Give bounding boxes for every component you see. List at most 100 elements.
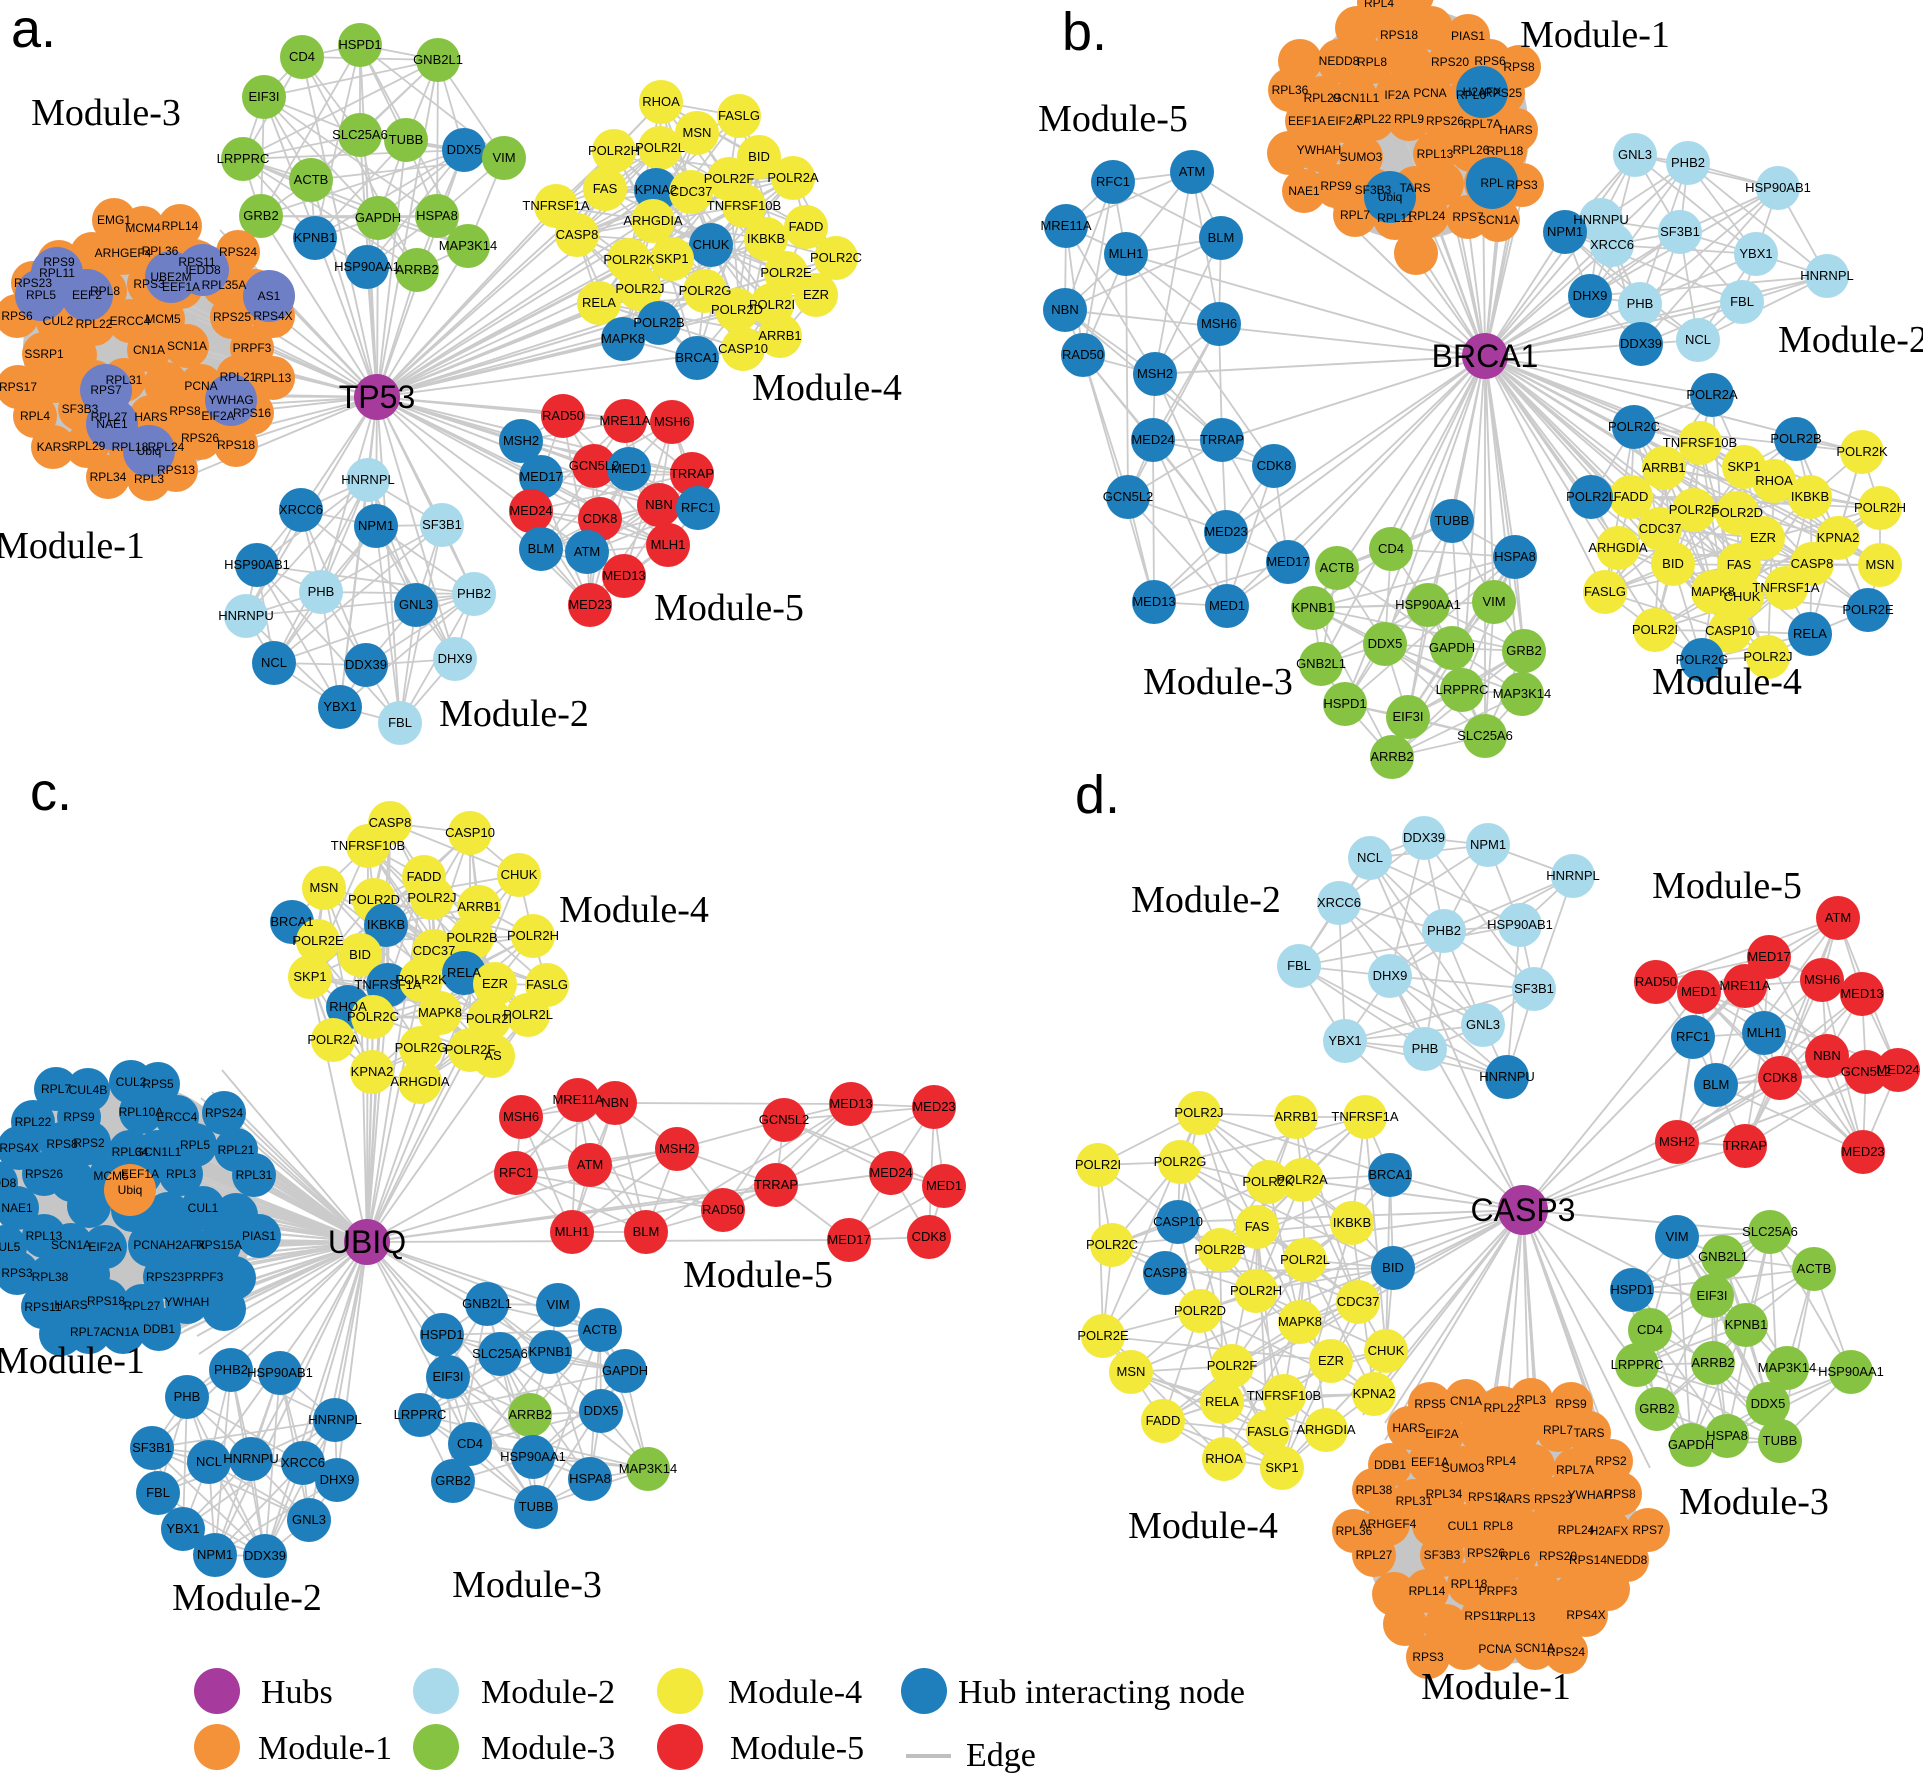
svg-text:RPL7A: RPL7A [70,1325,108,1339]
svg-text:RPL21: RPL21 [220,370,257,384]
svg-text:CASP3: CASP3 [1471,1192,1576,1228]
svg-text:GRB2: GRB2 [243,208,278,223]
svg-text:Module-2: Module-2 [1778,319,1923,361]
svg-text:UBIQ: UBIQ [328,1224,406,1260]
svg-text:VIM: VIM [1665,1229,1688,1244]
svg-text:RPS5: RPS5 [142,1077,174,1091]
svg-text:RPL22: RPL22 [76,317,113,331]
svg-text:HSP90AB1: HSP90AB1 [1487,917,1553,932]
svg-text:KPNB1: KPNB1 [1292,600,1335,615]
svg-text:EEF1A: EEF1A [162,280,200,294]
svg-text:RAD50: RAD50 [1062,347,1104,362]
svg-text:RPL29: RPL29 [1304,91,1341,105]
svg-text:KPNB1: KPNB1 [529,1344,572,1359]
svg-text:TRRAP: TRRAP [1200,432,1244,447]
svg-text:POLR2G: POLR2G [1676,652,1729,667]
svg-text:RPL: RPL [1480,176,1504,190]
svg-text:POLR2H: POLR2H [507,928,559,943]
svg-text:POLR2C: POLR2C [810,250,862,265]
svg-text:PHB2: PHB2 [1427,923,1461,938]
svg-text:MED1: MED1 [1681,984,1717,999]
svg-text:ERCC4: ERCC4 [1392,0,1433,2]
svg-text:CDK8: CDK8 [1763,1070,1798,1085]
svg-text:NBN: NBN [601,1095,628,1110]
svg-text:CASP10: CASP10 [1153,1214,1203,1229]
svg-text:CHUK: CHUK [1368,1343,1405,1358]
svg-text:GRB2: GRB2 [435,1473,470,1488]
svg-text:RPS9: RPS9 [63,1110,95,1124]
svg-text:BRCA1: BRCA1 [1368,1167,1411,1182]
svg-text:HARS: HARS [1499,123,1532,137]
svg-text:RPL6: RPL6 [1456,88,1486,102]
svg-text:GNB2L1: GNB2L1 [462,1296,512,1311]
svg-text:RPS7: RPS7 [90,383,122,397]
svg-text:RAD50: RAD50 [702,1202,744,1217]
svg-text:c.: c. [30,762,72,822]
svg-text:DDX39: DDX39 [1620,336,1662,351]
svg-text:ARRB1: ARRB1 [758,328,801,343]
svg-text:TRRAP: TRRAP [670,466,714,481]
svg-text:TP53: TP53 [339,379,415,415]
svg-text:Module-3: Module-3 [452,1564,602,1606]
svg-text:MRE11A: MRE11A [1719,978,1770,993]
svg-text:TNFRSF1A: TNFRSF1A [1752,580,1820,595]
svg-text:TUBB: TUBB [1435,513,1470,528]
svg-text:SUMO3: SUMO3 [1442,1461,1485,1475]
svg-text:BID: BID [748,149,770,164]
svg-text:SKP1: SKP1 [655,251,688,266]
svg-text:Module-4: Module-4 [752,367,902,409]
svg-text:LRPPRC: LRPPRC [217,151,270,166]
svg-text:ARHGDIA: ARHGDIA [390,1074,450,1089]
svg-text:YWHAH: YWHAH [165,1295,210,1309]
svg-text:POLR2I: POLR2I [466,1011,512,1026]
svg-text:RPS24: RPS24 [1547,1645,1585,1659]
svg-text:POLR2L: POLR2L [503,1007,553,1022]
svg-text:SF3B1: SF3B1 [1660,224,1700,239]
svg-text:POLR2J: POLR2J [407,890,456,905]
svg-text:RPL29: RPL29 [69,439,106,453]
svg-text:RPS2: RPS2 [1595,1454,1627,1468]
svg-text:HSP90AB1: HSP90AB1 [247,1365,313,1380]
svg-text:POLR2L: POLR2L [1280,1252,1330,1267]
svg-text:POLR2J: POLR2J [615,281,664,296]
svg-text:NEDD8: NEDD8 [1607,1553,1648,1567]
svg-text:EEF1A: EEF1A [121,1167,159,1181]
svg-text:RPL14: RPL14 [1409,1584,1446,1598]
svg-text:EIF3I: EIF3I [248,89,279,104]
svg-text:POLR2E: POLR2E [292,933,344,948]
svg-text:RPL11: RPL11 [39,266,75,280]
svg-text:NBN: NBN [1051,302,1078,317]
svg-text:SF3B3: SF3B3 [62,402,99,416]
svg-text:ARRB2: ARRB2 [508,1407,551,1422]
svg-text:MSH6: MSH6 [503,1109,539,1124]
svg-text:BID: BID [1382,1260,1404,1275]
svg-text:DDX5: DDX5 [447,142,482,157]
svg-text:PCNA: PCNA [184,379,217,393]
svg-text:HARS: HARS [1392,1421,1425,1435]
svg-text:MSH2: MSH2 [503,433,539,448]
svg-text:POLR2B: POLR2B [1770,431,1821,446]
svg-text:TNFRSF1A: TNFRSF1A [1331,1109,1399,1124]
svg-text:DHX9: DHX9 [1573,288,1608,303]
svg-text:EIF3I: EIF3I [1392,709,1423,724]
svg-text:HNRNPL: HNRNPL [1546,868,1599,883]
svg-text:RELA: RELA [1205,1394,1239,1409]
svg-text:AS1: AS1 [258,289,281,303]
svg-text:PIAS1: PIAS1 [1451,29,1485,43]
svg-text:MSH6: MSH6 [654,414,690,429]
svg-text:RPS26: RPS26 [25,1167,63,1181]
svg-text:Module-5: Module-5 [730,1730,864,1767]
svg-text:FASLG: FASLG [1584,584,1626,599]
svg-text:ATM: ATM [577,1157,603,1172]
svg-text:HNRNPL: HNRNPL [308,1412,361,1427]
svg-text:RPS8: RPS8 [1503,60,1535,74]
svg-text:KARS: KARS [1498,1492,1531,1506]
svg-text:FAS: FAS [1245,1219,1270,1234]
svg-text:GAPDH: GAPDH [1668,1437,1714,1452]
svg-text:HSP90AA1: HSP90AA1 [500,1449,566,1464]
svg-text:HSPA8: HSPA8 [1706,1428,1748,1443]
svg-text:RPL22: RPL22 [1355,112,1392,126]
svg-text:FAS: FAS [1727,557,1752,572]
svg-text:Module-5: Module-5 [1652,865,1802,907]
svg-text:GNL3: GNL3 [399,597,433,612]
